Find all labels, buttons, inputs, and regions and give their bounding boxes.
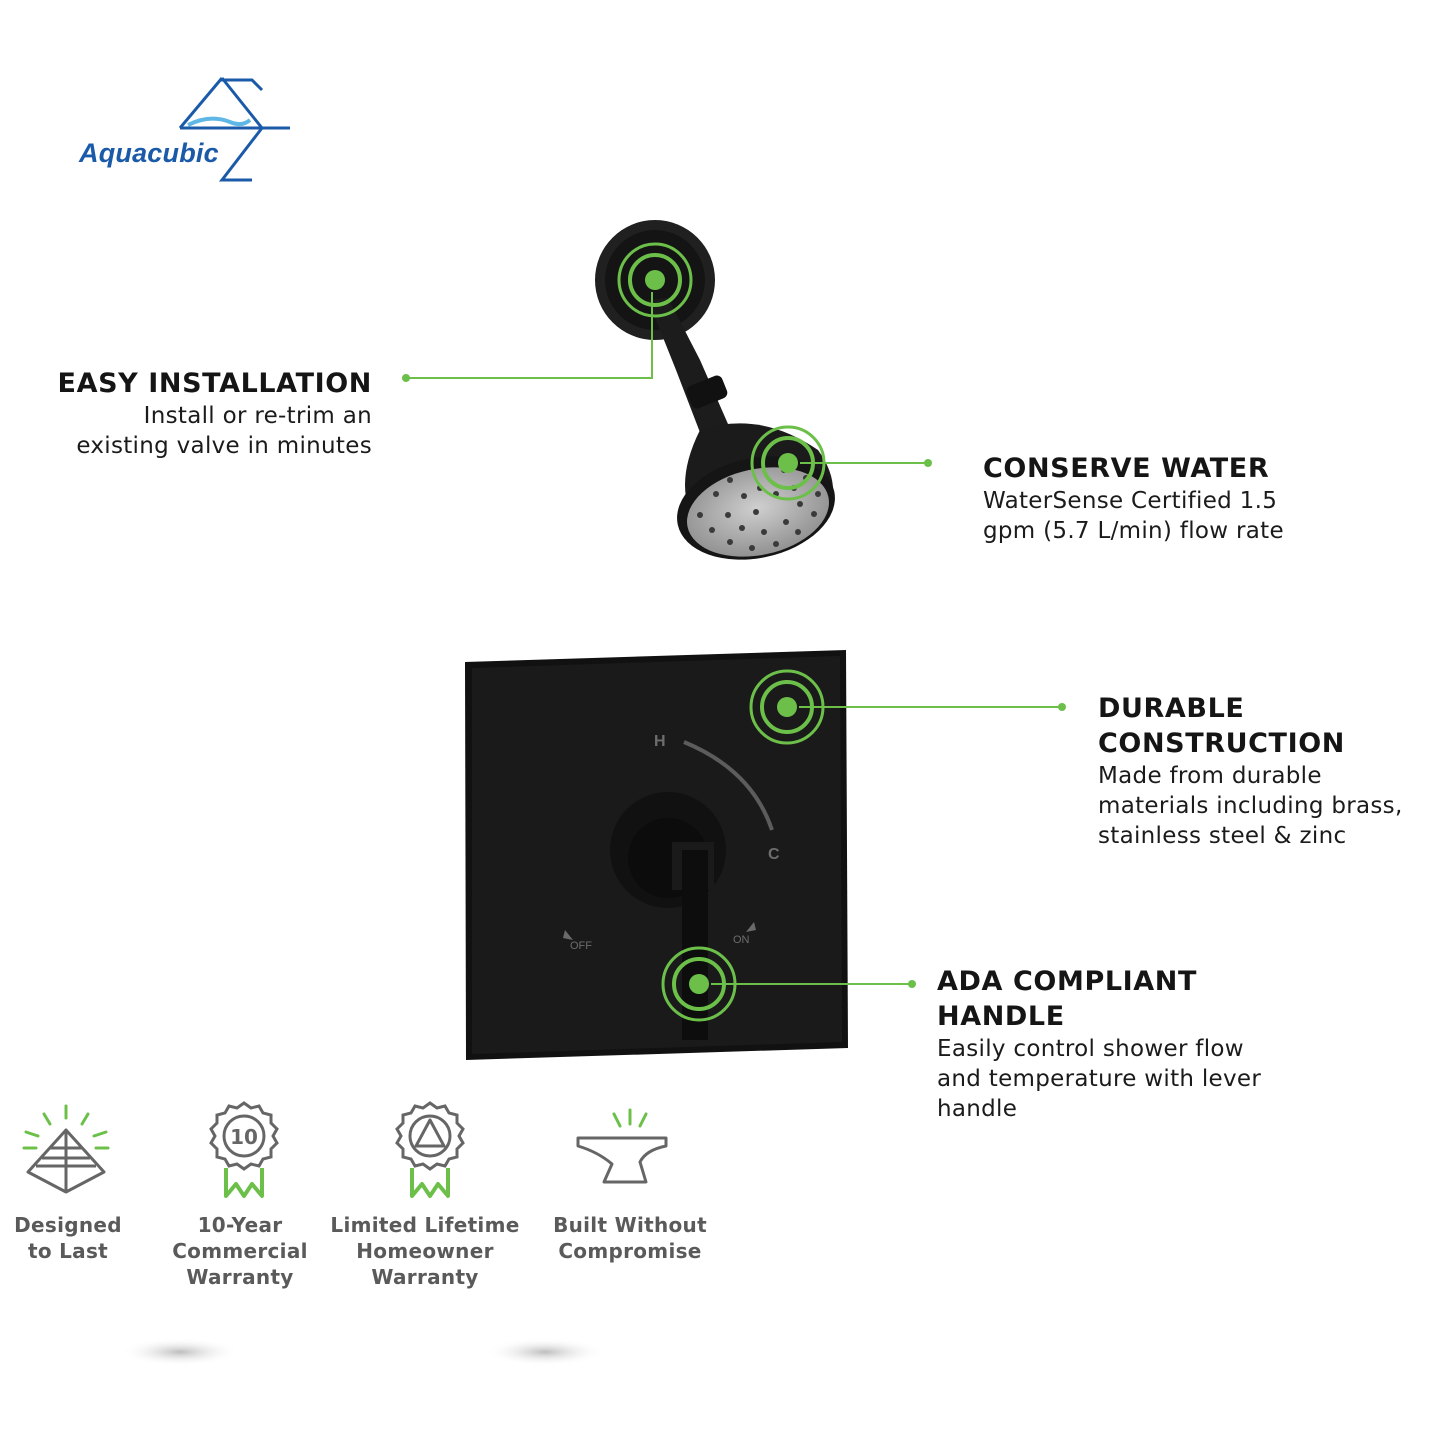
feature-conserve-water: CONSERVE WATER WaterSense Certified 1.5 … — [983, 451, 1423, 546]
feature-desc-line: gpm (5.7 L/min) flow rate — [983, 518, 1284, 544]
lifetime-ribbon-icon — [395, 1101, 465, 1198]
feature-easy-installation: EASY INSTALLATION Install or re-trim an … — [12, 366, 372, 461]
shower-head — [677, 423, 835, 560]
badge-label-line: Designed — [14, 1213, 122, 1237]
badge-designed-to-last: Designed to Last — [8, 1212, 128, 1264]
pyramid-icon — [22, 1104, 110, 1194]
badge-label-line: Compromise — [558, 1239, 702, 1263]
dial-hot-label: H — [654, 733, 666, 750]
feature-title: ADA COMPLIANT — [937, 966, 1197, 997]
feature-desc-line: handle — [937, 1096, 1018, 1122]
valve-trim-plate — [465, 650, 848, 1060]
badge-label-line: Built Without — [553, 1213, 707, 1237]
feature-desc-line: existing valve in minutes — [76, 433, 372, 459]
feature-ada-compliant-handle: ADA COMPLIANT HANDLE Easily control show… — [937, 964, 1317, 1124]
feature-title: CONSERVE WATER — [983, 453, 1270, 484]
badge-lifetime-warranty: Limited Lifetime Homeowner Warranty — [325, 1212, 525, 1290]
ten-year-ribbon-icon: 10 — [209, 1101, 279, 1198]
badge-label-line: 10-Year — [197, 1213, 283, 1237]
feature-desc-line: materials including brass, — [1098, 793, 1403, 819]
badge-10-year-warranty: 10-Year Commercial Warranty — [160, 1212, 320, 1290]
feature-desc-line: WaterSense Certified 1.5 — [983, 488, 1278, 514]
callout-target-install — [402, 242, 693, 382]
brand-name: Aquacubic — [79, 138, 219, 168]
brand-logo-icon — [178, 77, 290, 182]
feature-durable-construction: DURABLE CONSTRUCTION Made from durable m… — [1098, 691, 1438, 851]
badge-label-line: Warranty — [371, 1265, 479, 1289]
feature-title: HANDLE — [937, 1001, 1065, 1032]
feature-title: EASY INSTALLATION — [57, 368, 372, 399]
feature-title: CONSTRUCTION — [1098, 728, 1345, 759]
feature-desc-line: and temperature with lever — [937, 1066, 1262, 1092]
feature-desc-line: Install or re-trim an — [143, 403, 372, 429]
shower-arm — [648, 298, 735, 448]
badge-label-line: to Last — [27, 1239, 109, 1263]
badge-label-line: Warranty — [186, 1265, 294, 1289]
feature-desc-line: Easily control shower flow — [937, 1036, 1244, 1062]
badge-label-line: Limited Lifetime — [330, 1213, 520, 1237]
feature-title: DURABLE — [1098, 693, 1245, 724]
svg-text:10: 10 — [230, 1125, 258, 1149]
callout-target-water — [750, 425, 932, 501]
callout-target-ada — [661, 946, 916, 1022]
feature-desc-line: Made from durable — [1098, 763, 1322, 789]
badge-built-without-compromise: Built Without Compromise — [540, 1212, 720, 1264]
anvil-icon — [576, 1108, 668, 1184]
callout-target-durable — [749, 669, 1066, 745]
off-label: OFF — [570, 940, 592, 952]
on-label: ON — [733, 934, 750, 946]
dial-cold-label: C — [768, 846, 780, 863]
badge-label-line: Commercial — [172, 1239, 308, 1263]
feature-desc-line: stainless steel & zinc — [1098, 823, 1347, 849]
badge-label-line: Homeowner — [356, 1239, 494, 1263]
